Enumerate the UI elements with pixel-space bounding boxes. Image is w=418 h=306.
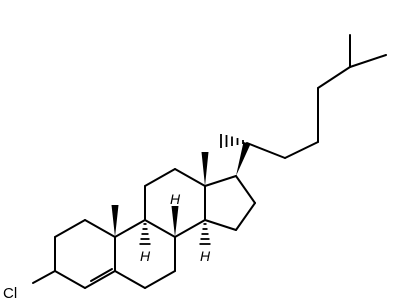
bond-c17-c13 bbox=[204, 175, 237, 187]
bond-c12-c13 bbox=[174, 168, 206, 187]
bond-c3-cl bbox=[32, 270, 56, 284]
hydrogen-c8-label: H bbox=[170, 191, 181, 207]
skeleton-bonds bbox=[32, 34, 387, 289]
bond-c4-c5 bbox=[84, 270, 116, 289]
hashed-bonds bbox=[139, 134, 244, 245]
bond-c11-c12 bbox=[144, 168, 176, 187]
bond-c14-c8 bbox=[174, 219, 206, 238]
bond-c6-c7 bbox=[144, 270, 176, 289]
bond-c1-c2 bbox=[54, 219, 86, 238]
hydrogen-c14-label: H bbox=[200, 248, 211, 264]
wedge-c8-h bbox=[171, 206, 179, 237]
hash-c20-c21 bbox=[220, 134, 244, 148]
bond-c4-c5-double bbox=[90, 268, 113, 282]
hydrogen-c9-label: H bbox=[140, 248, 151, 264]
bond-c20-c22 bbox=[246, 142, 286, 159]
wedge-c17-c20 bbox=[236, 142, 251, 176]
wedge-c10-methyl bbox=[111, 205, 119, 237]
bond-c22-c23 bbox=[284, 141, 319, 159]
bond-c25-c26 bbox=[349, 54, 387, 68]
wedge-c13-methyl bbox=[201, 152, 209, 186]
bond-c3-c4 bbox=[54, 270, 86, 289]
bond-c24-c25 bbox=[317, 66, 351, 89]
bond-c16-c17 bbox=[235, 175, 256, 204]
wedge-bonds bbox=[111, 142, 251, 237]
bond-c9-c10 bbox=[114, 219, 146, 238]
bond-c8-c9 bbox=[144, 219, 176, 238]
hash-c9-h bbox=[139, 223, 151, 245]
bond-c14-c15 bbox=[204, 219, 237, 231]
bond-c10-c1 bbox=[84, 219, 116, 238]
bond-c5-c6 bbox=[114, 270, 146, 289]
bond-c15-c16 bbox=[235, 202, 256, 231]
hash-c14-h bbox=[199, 223, 211, 245]
chlorine-label: Cl bbox=[3, 285, 17, 302]
